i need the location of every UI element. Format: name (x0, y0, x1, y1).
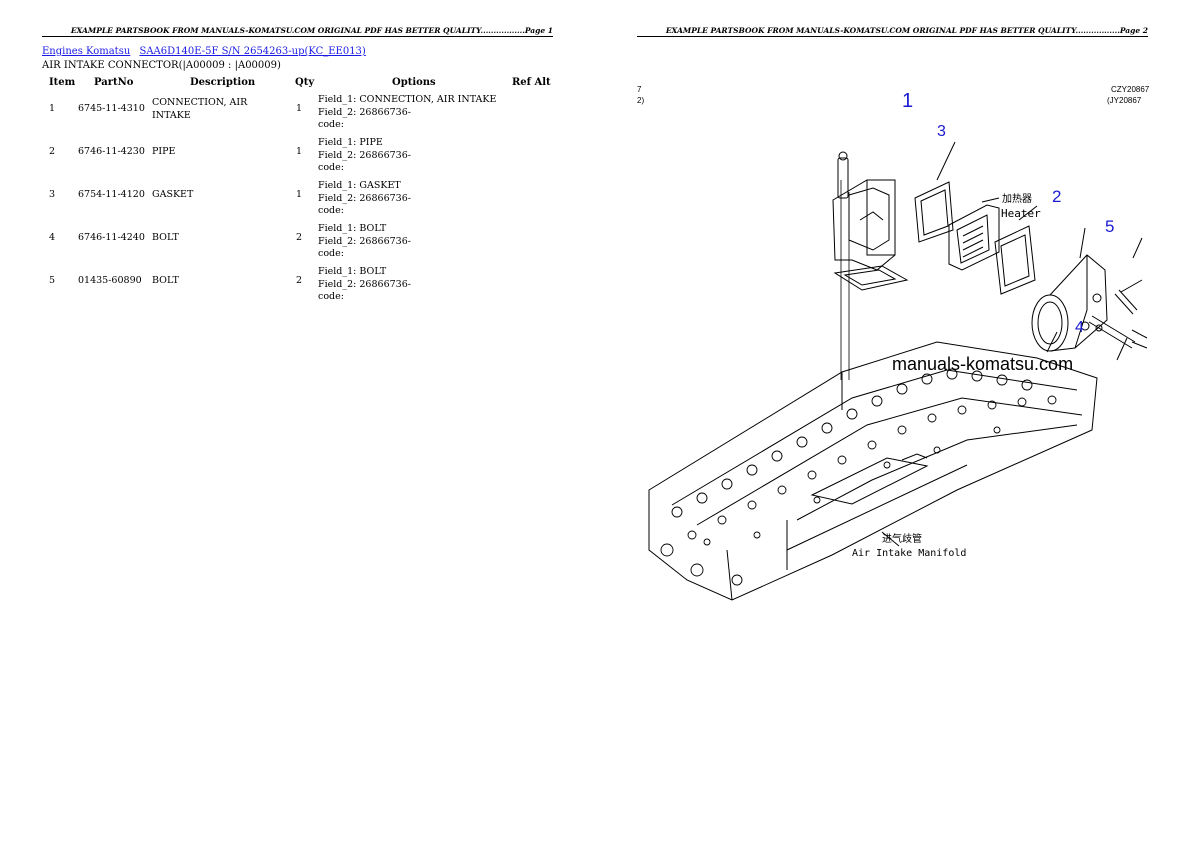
options: Field_1: BOLT Field_2: 26866736- code: (318, 223, 411, 261)
pipe-inlet (1031, 294, 1069, 352)
part-number: 01435-60890 (78, 275, 142, 286)
callout-1: 1 (902, 90, 913, 112)
col-header-item: Item (49, 77, 76, 88)
quantity: 1 (296, 146, 303, 157)
part-description: GASKET (152, 189, 194, 200)
table-row: 4 6746-11-4240 BOLT 2 Field_1: BOLT Fiel… (42, 223, 554, 265)
cylinder-head-outline (648, 341, 1098, 601)
option-field-1: Field_1: GASKET (318, 180, 401, 191)
option-field-1: Field_1: BOLT (318, 266, 387, 277)
air-intake-connection (832, 179, 896, 271)
section-title: AIR INTAKE CONNECTOR(|A00009 : |A00009) (42, 60, 281, 71)
table-row: 1 6745-11-4310 CONNECTION, AIR INTAKE 1 … (42, 94, 554, 136)
gasket (914, 181, 954, 243)
option-code: code: (318, 162, 344, 173)
option-code: code: (318, 248, 344, 259)
item-number: 4 (49, 232, 56, 243)
part-number: 6754-11-4120 (78, 189, 145, 200)
option-field-2: Field_2: 26866736- (318, 192, 411, 204)
option-field-1: Field_1: BOLT (318, 223, 387, 234)
item-number: 5 (49, 275, 56, 286)
table-row: 3 6754-11-4120 GASKET 1 Field_1: GASKET … (42, 180, 554, 222)
part-description: BOLT (152, 275, 179, 286)
drawing-code-1: CZY20867 (1111, 85, 1149, 94)
option-field-2: Field_2: 26866736- (318, 278, 411, 290)
callout-5: 5 (1105, 217, 1114, 236)
lower-gasket (833, 265, 909, 291)
drawing-code-2: (JY20867 (1107, 96, 1142, 105)
callout-2: 2 (1052, 187, 1061, 206)
option-code: code: (318, 291, 344, 302)
part-description: PIPE (152, 146, 176, 157)
option-field-2: Field_2: 26866736- (318, 106, 411, 118)
watermark: manuals-komatsu.com (892, 354, 1073, 374)
breadcrumb-link-engines[interactable]: Engines Komatsu (42, 46, 131, 57)
pipe (1049, 254, 1108, 352)
table-row: 2 6746-11-4230 PIPE 1 Field_1: PIPE Fiel… (42, 137, 554, 179)
options: Field_1: BOLT Field_2: 26866736- code: (318, 266, 411, 304)
edge-mark: 7 (637, 85, 642, 94)
options: Field_1: GASKET Field_2: 26866736- code: (318, 180, 411, 218)
edge-mark: 2) (637, 96, 644, 105)
bolt-upper (1114, 279, 1143, 315)
part-description: CONNECTION, AIR INTAKE (152, 97, 248, 121)
part-description: BOLT (152, 232, 179, 243)
col-header-description: Description (190, 77, 256, 88)
quantity: 2 (296, 275, 303, 286)
part-number: 6746-11-4240 (78, 232, 145, 243)
manifold-label: Air Intake Manifold (852, 548, 966, 559)
col-header-partno: PartNo (94, 77, 134, 88)
col-header-refalt: Ref Alt (512, 77, 551, 88)
item-number: 1 (49, 103, 56, 114)
options: Field_1: CONNECTION, AIR INTAKE Field_2:… (318, 94, 496, 132)
exploded-parts-diagram: 1 2 3 4 5 CZY20867 (JY20867 7 2) 加热器 Hea… (637, 85, 1149, 601)
heater-label: Heater (1001, 207, 1041, 220)
table-row: 5 01435-60890 BOLT 2 Field_1: BOLT Field… (42, 266, 554, 308)
option-field-1: Field_1: PIPE (318, 137, 383, 148)
bolt-lower (1088, 315, 1136, 349)
option-code: code: (318, 205, 344, 216)
manifold-pad (810, 457, 929, 505)
col-header-options: Options (392, 77, 436, 88)
quantity: 1 (296, 189, 303, 200)
col-header-qty: Qty (295, 77, 315, 88)
option-field-2: Field_2: 26866736- (318, 149, 411, 161)
manifold-label-cn: 进气歧管 (882, 532, 922, 545)
breadcrumb-link-model[interactable]: SAA6D140E-5F S/N 2654263-up(KC_EE013) (139, 46, 366, 57)
options: Field_1: PIPE Field_2: 26866736- code: (318, 137, 411, 175)
callout-3: 3 (937, 123, 946, 140)
heater-label-cn: 加热器 (1002, 192, 1032, 205)
diagram-page: EXAMPLE PARTSBOOK FROM MANUALS-KOMATSU.C… (595, 0, 1190, 842)
page-header: EXAMPLE PARTSBOOK FROM MANUALS-KOMATSU.C… (637, 26, 1148, 37)
heater (948, 204, 1000, 271)
part-number: 6745-11-4310 (78, 103, 145, 114)
quantity: 2 (296, 232, 303, 243)
breadcrumb: Engines Komatsu SAA6D140E-5F S/N 2654263… (42, 46, 372, 57)
option-field-1: Field_1: CONNECTION, AIR INTAKE (318, 94, 497, 105)
parts-list-page: EXAMPLE PARTSBOOK FROM MANUALS-KOMATSU.C… (42, 26, 554, 308)
item-number: 2 (49, 146, 56, 157)
item-number: 3 (49, 189, 56, 200)
option-field-2: Field_2: 26866736- (318, 235, 411, 247)
part-number: 6746-11-4230 (78, 146, 145, 157)
option-code: code: (318, 119, 344, 130)
heater-gasket (994, 225, 1036, 295)
page-header: EXAMPLE PARTSBOOK FROM MANUALS-KOMATSU.C… (42, 26, 553, 37)
callout-4: 4 (1075, 319, 1084, 336)
quantity: 1 (296, 103, 303, 114)
